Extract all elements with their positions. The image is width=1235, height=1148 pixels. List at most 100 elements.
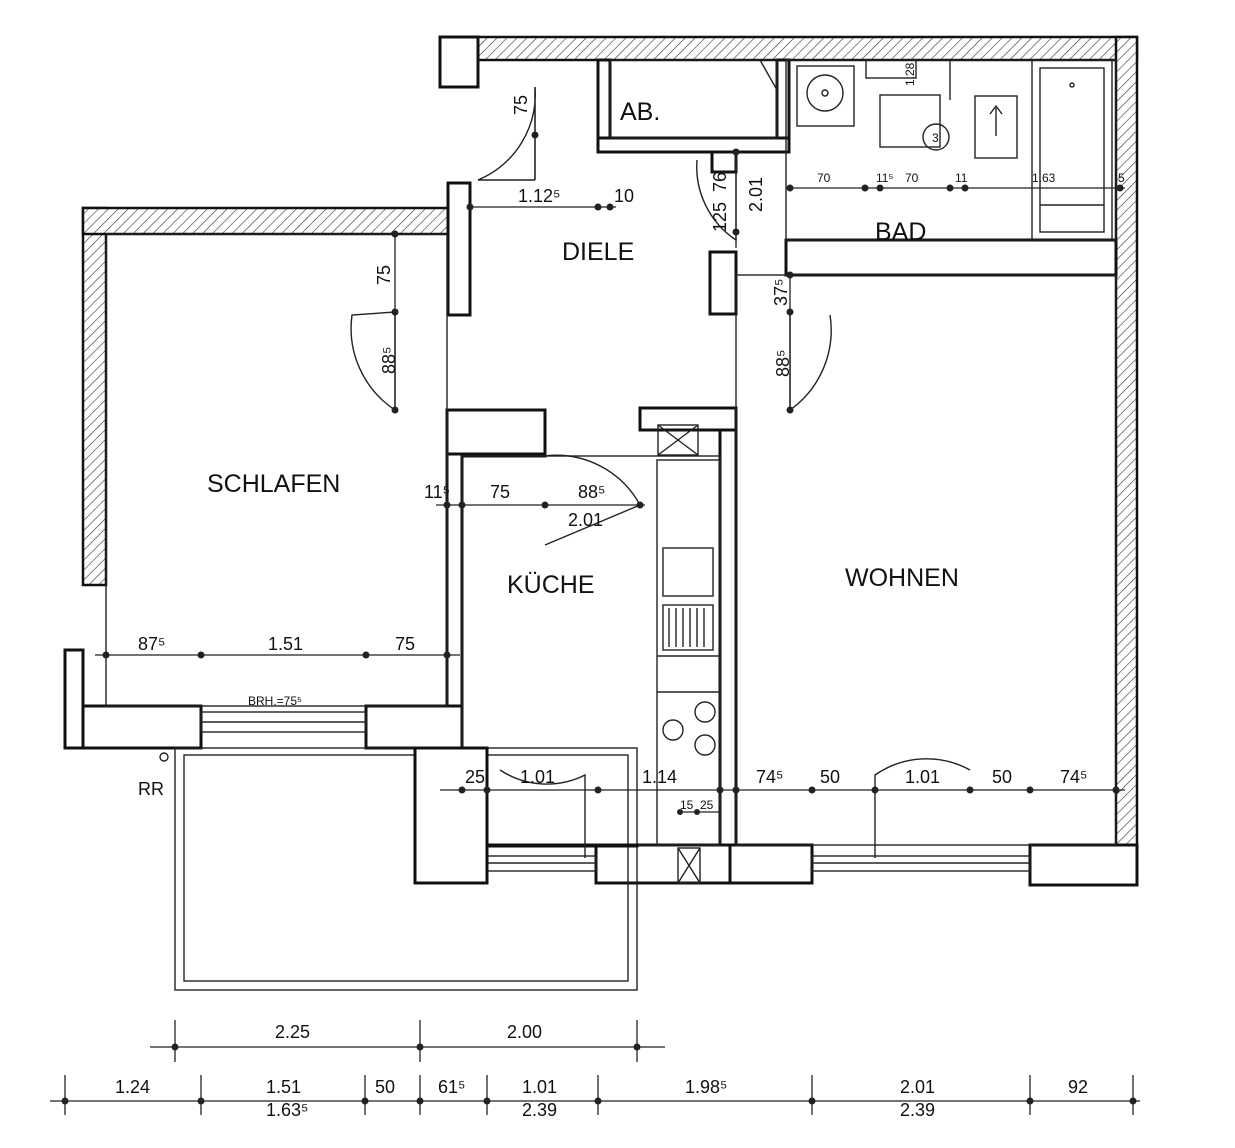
ab-outline xyxy=(609,59,778,139)
dim-b2-101: 1.01 xyxy=(522,1077,557,1097)
stove-burner-2 xyxy=(694,701,716,723)
kitchen-shaft xyxy=(677,847,701,884)
dimension-ticks xyxy=(61,131,1137,1105)
dim-schl-75: 75 xyxy=(374,265,394,285)
wall-wohnen-bottom-right xyxy=(1028,843,1139,887)
wall-kueche-bottom-mid xyxy=(594,843,738,885)
door-bad xyxy=(696,152,737,242)
bathroom-fixtures xyxy=(759,59,1113,241)
wall-schlafen-bottom-left xyxy=(63,704,203,750)
drainer-lines xyxy=(668,608,705,647)
wall-schlafen-bottom-right xyxy=(364,704,464,750)
balcony-inner xyxy=(183,754,629,982)
wall-bad-left xyxy=(710,150,738,174)
dim-b2-201: 2.01 xyxy=(900,1077,935,1097)
wall-ab-bottom xyxy=(596,136,791,154)
dim-schl-75b: 75 xyxy=(395,634,415,654)
dim-ku-101: 1.01 xyxy=(520,767,555,787)
balcony xyxy=(159,746,639,991)
room-label-kueche: KÜCHE xyxy=(507,571,595,599)
stove-burner-1 xyxy=(662,719,684,741)
room-label-wohnen: WOHNEN xyxy=(845,564,959,592)
dim-b2-239b: 2.39 xyxy=(900,1100,935,1120)
wall-entry-left xyxy=(438,35,480,89)
dim-bad-201: 2.01 xyxy=(746,177,766,212)
wall-bad-bottom xyxy=(784,238,1118,277)
room-label-bad: BAD xyxy=(875,218,926,246)
wall-diele-left xyxy=(446,181,472,317)
bathtub xyxy=(1031,59,1113,241)
room-labels: AB. DIELE BAD SCHLAFEN KÜCHE WOHNEN RR B… xyxy=(138,98,959,799)
stove-burner-3 xyxy=(694,734,716,756)
dim-bad-11: 11 xyxy=(955,171,968,185)
dim-diele-75: 75 xyxy=(511,95,531,115)
wall-top-schlafen xyxy=(81,206,459,236)
dim-wo-745b: 74⁵ xyxy=(1060,767,1087,787)
dim-schl-885: 88⁵ xyxy=(379,347,399,374)
door-schlafen xyxy=(350,311,396,412)
doors xyxy=(350,86,971,858)
dim-bad-125: 125 xyxy=(710,202,730,232)
dim-b1-225: 2.25 xyxy=(275,1022,310,1042)
dim-schl-875: 87⁵ xyxy=(138,634,165,654)
wall-wohnen-bottom-left xyxy=(728,843,814,885)
wohnen-outline xyxy=(735,274,1117,846)
dim-ku-115: 11⁵ xyxy=(424,482,450,502)
dim-b2-151: 1.51 xyxy=(266,1077,301,1097)
dim-bad-76: 76 xyxy=(710,172,730,192)
dim-diele-10: 10 xyxy=(614,186,634,206)
dim-b2-239a: 2.39 xyxy=(522,1100,557,1120)
door-kueche-balcony xyxy=(499,769,586,858)
dim-bad-70a: 70 xyxy=(817,171,831,185)
dim-ku-114: 1.14 xyxy=(642,767,677,787)
exterior-walls xyxy=(81,35,1139,887)
dim-b2-615: 61⁵ xyxy=(438,1077,465,1097)
shower-tray xyxy=(974,95,1018,159)
dim-b2-1635: 1.63⁵ xyxy=(266,1100,309,1120)
washbasin xyxy=(796,65,855,127)
dim-wo-745a: 74⁵ xyxy=(756,767,783,787)
door-kueche xyxy=(544,454,641,546)
wall-left-schlafen xyxy=(81,206,108,587)
toilet xyxy=(879,94,941,148)
dim-bad-163: 1.63 xyxy=(1032,171,1056,185)
dim-ku-885: 88⁵ xyxy=(578,482,605,502)
dim-b2-92: 92 xyxy=(1068,1077,1088,1097)
dim-b2-124: 1.24 xyxy=(115,1077,150,1097)
dim-wo-101: 1.01 xyxy=(905,767,940,787)
wall-ab-left xyxy=(596,58,612,144)
wall-diele-bottom-left xyxy=(445,408,547,456)
dim-bad-70b: 70 xyxy=(905,171,919,185)
door-wohnen xyxy=(789,312,832,412)
bad-circle-3 xyxy=(922,123,950,151)
dim-ku-25b: 25 xyxy=(700,798,714,812)
kitchen-fixtures xyxy=(656,424,721,884)
washbasin-bowl xyxy=(806,74,844,112)
room-label-ab: AB. xyxy=(620,98,660,126)
balcony-kueche-cover xyxy=(485,843,639,848)
dim-wohn-375: 37⁵ xyxy=(771,279,791,306)
dim-b2-50: 50 xyxy=(375,1077,395,1097)
dim-ku-15: 15 xyxy=(680,798,694,812)
wall-diele-bottom-right xyxy=(638,406,738,432)
wall-schlafen-left-low xyxy=(63,648,85,750)
dim-diele-112: 1.12⁵ xyxy=(518,186,561,206)
dim-ku-201: 2.01 xyxy=(568,510,603,530)
dim-wo-50a: 50 xyxy=(820,767,840,787)
dim-ku-25: 25 xyxy=(465,767,485,787)
room-label-schlafen: SCHLAFEN xyxy=(207,470,340,498)
dim-ku-75: 75 xyxy=(490,482,510,502)
dim-bad-115: 11⁵ xyxy=(876,171,893,185)
bathtub-inner xyxy=(1039,67,1105,233)
bad-outline xyxy=(785,59,1117,241)
dim-b1-200: 2.00 xyxy=(507,1022,542,1042)
label-rr: RR xyxy=(138,779,164,799)
dim-bad-5: 5 xyxy=(1118,171,1125,185)
wall-diele-right xyxy=(708,250,738,316)
room-label-diele: DIELE xyxy=(562,238,634,266)
dim-schl-151: 1.51 xyxy=(268,634,303,654)
dim-b2-1985: 1.98⁵ xyxy=(685,1077,728,1097)
wall-kueche-wohnen xyxy=(718,406,738,847)
dim-wo-50b: 50 xyxy=(992,767,1012,787)
